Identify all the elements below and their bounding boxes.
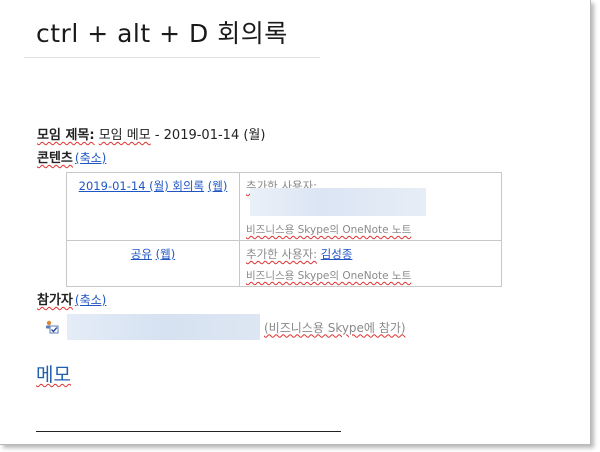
- table-row: 2019-01-14 (월) 회의록 (웹) 추가한 사용자: 비즈니스용 Sk…: [66, 172, 502, 241]
- added-by-label: 추가한 사용자:: [246, 247, 318, 261]
- contents-collapse-link[interactable]: (축소): [74, 151, 107, 165]
- table-row: 공유 (웹) 추가한 사용자: 김성종 비즈니스용 Skype의 OneNote…: [66, 240, 502, 287]
- content-link-meeting-notes[interactable]: 2019-01-14 (월) 회의록: [78, 179, 205, 193]
- attendee-name-redacted: [67, 314, 260, 340]
- content-info-cell: 추가한 사용자: 비즈니스용 Skype의 OneNote 노트: [239, 172, 502, 241]
- content-link-cell: 공유 (웹): [66, 240, 240, 287]
- meeting-title-line: 모임 제목: 모임 메모 - 2019-01-14 (월): [37, 124, 265, 143]
- content-source: 비즈니스용 Skype의 OneNote 노트: [246, 224, 412, 236]
- contents-table: 2019-01-14 (월) 회의록 (웹) 추가한 사용자: 비즈니스용 Sk…: [66, 172, 502, 287]
- attendees-heading: 참가자(축소): [37, 289, 106, 308]
- notes-heading[interactable]: 메모: [36, 364, 71, 386]
- onenote-page: ctrl + alt + D 회의록 모임 제목: 모임 메모 - 2019-0…: [0, 0, 591, 445]
- content-link-cell: 2019-01-14 (월) 회의록 (웹): [66, 172, 240, 241]
- attendees-collapse-link[interactable]: (축소): [74, 293, 107, 307]
- content-link-web[interactable]: (웹): [155, 247, 176, 261]
- content-info-cell: 추가한 사용자: 김성종 비즈니스용 Skype의 OneNote 노트: [239, 240, 502, 287]
- added-by-user-link[interactable]: 김성종: [320, 247, 353, 261]
- content-source: 비즈니스용 Skype의 OneNote 노트: [246, 270, 412, 282]
- attendees-heading-label: 참가자: [37, 293, 73, 308]
- attendee-item: (비즈니스용 Skype에 참가): [45, 314, 406, 340]
- title-underline: [24, 57, 320, 58]
- content-link-web[interactable]: (웹): [207, 179, 228, 193]
- page-title[interactable]: ctrl + alt + D 회의록: [36, 19, 288, 48]
- content-link-share[interactable]: 공유: [130, 247, 152, 261]
- meeting-title-label: 모임 제목:: [37, 128, 95, 143]
- meeting-title-date: - 2019-01-14 (월): [150, 128, 266, 143]
- added-by-redacted: [250, 188, 426, 216]
- contents-heading: 콘텐츠(축소): [37, 147, 106, 166]
- attendee-note: (비즈니스용 Skype에 참가): [264, 320, 406, 335]
- meeting-title-value: 모임 메모: [98, 128, 151, 143]
- contents-heading-label: 콘텐츠: [37, 151, 73, 166]
- person-check-icon: [45, 320, 59, 334]
- notes-divider: [36, 431, 341, 432]
